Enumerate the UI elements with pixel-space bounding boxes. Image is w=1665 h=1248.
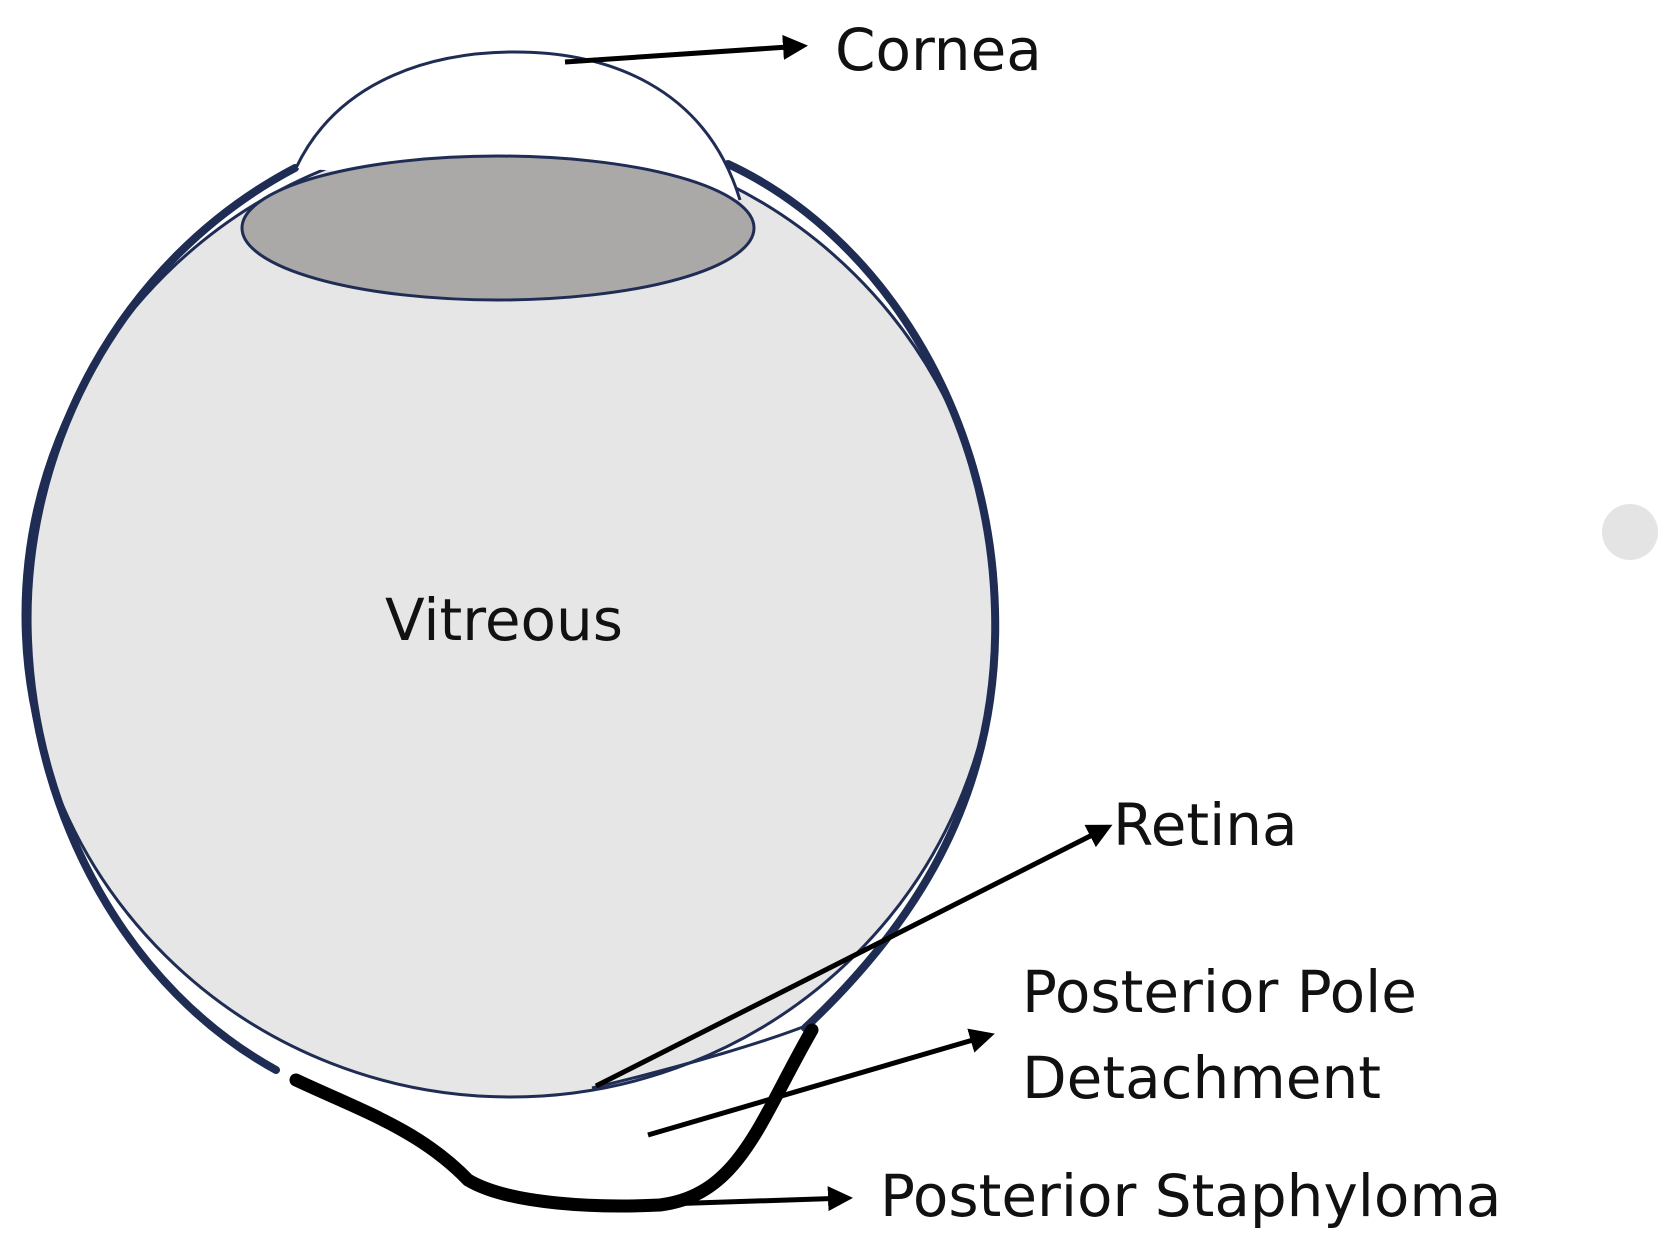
vitreous-label: Vitreous: [385, 586, 623, 654]
lens: [240, 154, 756, 302]
retina-arrow: [594, 824, 1113, 1089]
posterior-staphyloma-arrow: [664, 1186, 853, 1212]
sclera-right: [724, 160, 1000, 1032]
retina-detached-segment: [591, 1023, 809, 1090]
retina-label: Retina: [1113, 791, 1298, 859]
cornea-arrow: [564, 34, 808, 65]
posterior-pole-label-line1: Posterior Pole: [1022, 958, 1417, 1026]
posterior-pole-arrow: [647, 1028, 995, 1138]
cornea-label: Cornea: [835, 16, 1042, 84]
posterior-pole-label-line2: Detachment: [1022, 1044, 1381, 1112]
decorative-dot: [1602, 504, 1658, 560]
posterior-staphyloma-curve: [289, 1023, 819, 1213]
sclera-left: [23, 164, 299, 1074]
posterior-staphyloma-label: Posterior Staphyloma: [880, 1162, 1501, 1230]
